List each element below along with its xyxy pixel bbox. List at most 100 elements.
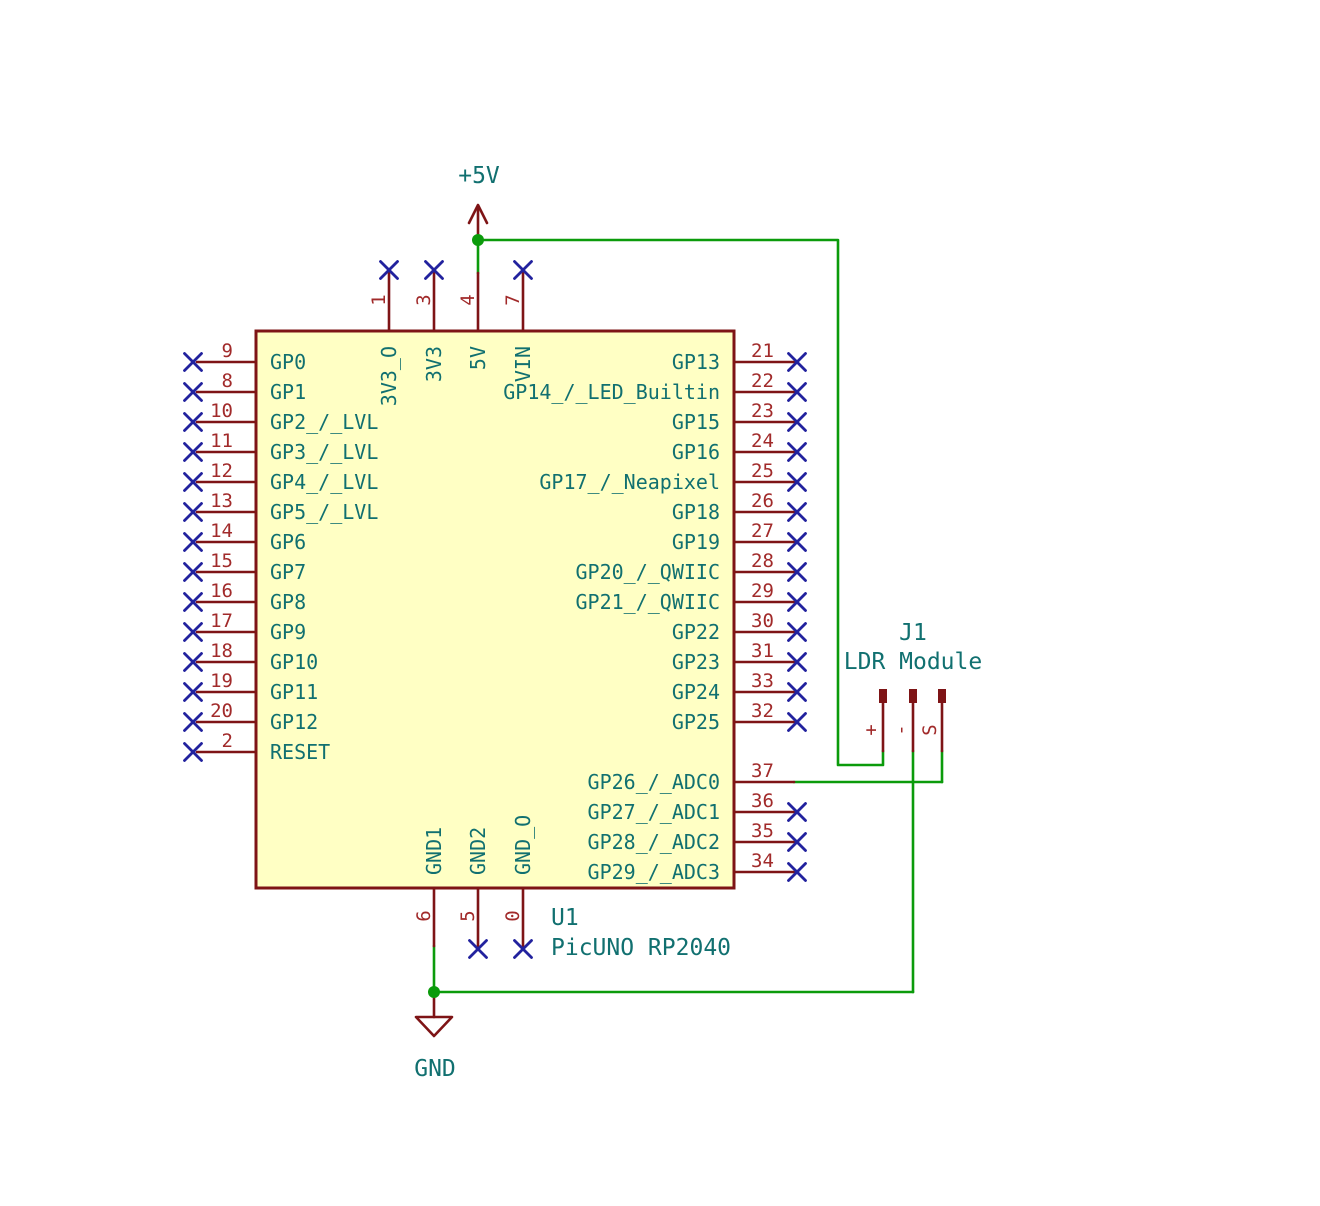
pin-number-label: 36 bbox=[751, 790, 774, 812]
plus5v-arrow-icon bbox=[467, 203, 489, 225]
no-connect-icon bbox=[183, 592, 203, 612]
no-connect-icon bbox=[787, 442, 807, 462]
pin-number-label: 1 bbox=[368, 294, 390, 305]
no-connect-icon bbox=[183, 472, 203, 492]
no-connect-icon bbox=[183, 502, 203, 522]
pin-name-label: GP22 bbox=[672, 620, 720, 644]
pin-name-label: GP8 bbox=[270, 590, 306, 614]
no-connect-icon bbox=[787, 352, 807, 372]
no-connect-icon bbox=[513, 260, 533, 280]
u1-component-body bbox=[254, 329, 736, 890]
pin-name-label: GP12 bbox=[270, 710, 318, 734]
no-connect-icon bbox=[787, 682, 807, 702]
pin-number-label: 4 bbox=[457, 294, 479, 305]
wire-junction-dot bbox=[428, 986, 440, 998]
gnd-label: GND bbox=[414, 1056, 456, 1082]
pin-name-label: VIN bbox=[511, 346, 535, 382]
no-connect-icon bbox=[787, 622, 807, 642]
pin-number-label: 22 bbox=[751, 370, 774, 392]
no-connect-icon bbox=[183, 652, 203, 672]
no-connect-icon bbox=[787, 382, 807, 402]
no-connect-icon bbox=[379, 260, 399, 280]
no-connect-icon bbox=[183, 532, 203, 552]
pin-name-label: GP24 bbox=[672, 680, 720, 704]
pin-number-label: 37 bbox=[751, 760, 774, 782]
pin-number-label: 3 bbox=[413, 294, 435, 305]
pin-number-label: 12 bbox=[210, 460, 233, 482]
pin-name-label: GND_O bbox=[511, 815, 535, 875]
no-connect-icon bbox=[787, 862, 807, 882]
plus5v-label: +5V bbox=[458, 163, 500, 189]
u1-value-label: PicUNO RP2040 bbox=[551, 935, 731, 961]
j1-pin-s bbox=[938, 689, 946, 703]
pin-number-label: 33 bbox=[751, 670, 774, 692]
pin-name-label: GP1 bbox=[270, 380, 306, 404]
pin-name-label: GP2_/_LVL bbox=[270, 410, 378, 434]
pin-name-label: GP25 bbox=[672, 710, 720, 734]
wire-junction-dot bbox=[472, 234, 484, 246]
pin-number-label: 34 bbox=[751, 850, 774, 872]
no-connect-icon bbox=[787, 562, 807, 582]
pin-name-label: GP6 bbox=[270, 530, 306, 554]
pin-number-label: 27 bbox=[751, 520, 774, 542]
pin-name-label: GND2 bbox=[466, 827, 490, 875]
pin-name-label: GP19 bbox=[672, 530, 720, 554]
pin-number-label: 5 bbox=[457, 910, 479, 921]
pin-name-label: GND1 bbox=[422, 827, 446, 875]
no-connect-icon bbox=[183, 382, 203, 402]
j1-pin-plus bbox=[879, 689, 887, 703]
pin-number-label: 31 bbox=[751, 640, 774, 662]
pin-name-label: GP29_/_ADC3 bbox=[588, 860, 720, 884]
pin-number-label: 29 bbox=[751, 580, 774, 602]
pin-number-label: 32 bbox=[751, 700, 774, 722]
no-connect-icon bbox=[513, 939, 533, 959]
pin-number-label: 9 bbox=[222, 340, 233, 362]
pin-number-label: 26 bbox=[751, 490, 774, 512]
pin-name-label: GP5_/_LVL bbox=[270, 500, 378, 524]
pin-number-label: - bbox=[890, 724, 912, 735]
pin-number-label: 8 bbox=[222, 370, 233, 392]
no-connect-icon bbox=[183, 442, 203, 462]
no-connect-icon bbox=[787, 502, 807, 522]
pin-name-label: GP17_/_Neapixel bbox=[539, 470, 720, 494]
pin-number-label: 7 bbox=[502, 294, 524, 305]
pin-name-label: 5V bbox=[466, 346, 490, 370]
no-connect-icon bbox=[424, 260, 444, 280]
pin-number-label: 0 bbox=[502, 910, 524, 921]
no-connect-icon bbox=[787, 802, 807, 822]
no-connect-icon bbox=[787, 832, 807, 852]
pin-number-label: 23 bbox=[751, 400, 774, 422]
no-connect-icon bbox=[183, 622, 203, 642]
pin-name-label: GP3_/_LVL bbox=[270, 440, 378, 464]
pin-number-label: 25 bbox=[751, 460, 774, 482]
pin-number-label: 18 bbox=[210, 640, 233, 662]
no-connect-icon bbox=[468, 939, 488, 959]
pin-number-label: S bbox=[919, 724, 941, 735]
pin-name-label: GP11 bbox=[270, 680, 318, 704]
pin-name-label: GP28_/_ADC2 bbox=[588, 830, 720, 854]
pin-number-label: 28 bbox=[751, 550, 774, 572]
pin-name-label: GP9 bbox=[270, 620, 306, 644]
wire-5v-to-plus-pin bbox=[476, 238, 885, 767]
j1-value-label: LDR Module bbox=[844, 649, 982, 675]
no-connect-icon bbox=[183, 562, 203, 582]
pin-number-label: 11 bbox=[210, 430, 233, 452]
pin-number-label: 17 bbox=[210, 610, 233, 632]
pin-number-label: 13 bbox=[210, 490, 233, 512]
pin-number-label: 16 bbox=[210, 580, 233, 602]
pin-name-label: GP16 bbox=[672, 440, 720, 464]
pin-number-label: 15 bbox=[210, 550, 233, 572]
pin-name-label: GP21_/_QWIIC bbox=[576, 590, 721, 614]
pin-name-label: GP20_/_QWIIC bbox=[576, 560, 721, 584]
no-connect-icon bbox=[787, 592, 807, 612]
pin-number-label: 14 bbox=[210, 520, 233, 542]
pin-number-label: 10 bbox=[210, 400, 233, 422]
pin-number-label: 20 bbox=[210, 700, 233, 722]
no-connect-icon bbox=[183, 352, 203, 372]
pin-number-label: + bbox=[860, 724, 882, 735]
pin-name-label: GP10 bbox=[270, 650, 318, 674]
pin-name-label: 3V3 bbox=[422, 346, 446, 382]
u1-reference-label: U1 bbox=[551, 905, 579, 931]
pin-number-label: 6 bbox=[413, 910, 435, 921]
pin-name-label: GP13 bbox=[672, 350, 720, 374]
